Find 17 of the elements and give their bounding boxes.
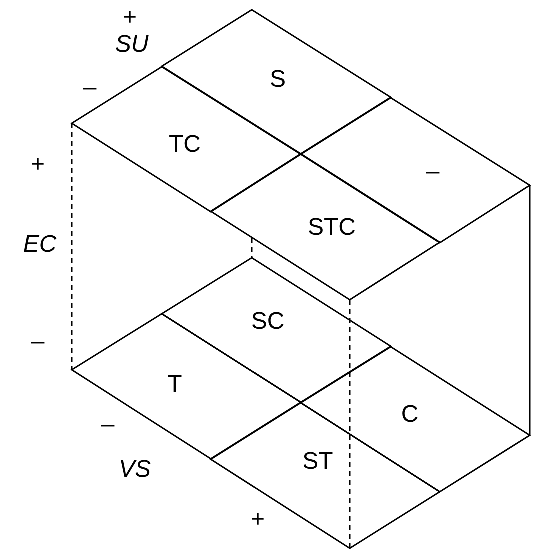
plus-sign: + [123,6,137,30]
minus-sign: – [31,330,45,354]
cell-label: C [401,403,419,427]
plus-sign: + [31,153,45,177]
cell-label: STC [308,216,356,240]
minus-sign: – [101,413,115,437]
cell-label: SC [251,310,285,334]
cell-label: – [426,160,440,184]
cell-label: ST [302,450,334,474]
cell-label: S [270,68,286,92]
axis-label: VS [119,458,151,482]
cell-label: TC [169,133,201,157]
plus-sign: + [251,508,265,532]
axis-label: EC [23,233,57,257]
minus-sign: – [83,76,97,100]
axis-label: SU [115,33,149,57]
cell-label: T [168,373,182,397]
